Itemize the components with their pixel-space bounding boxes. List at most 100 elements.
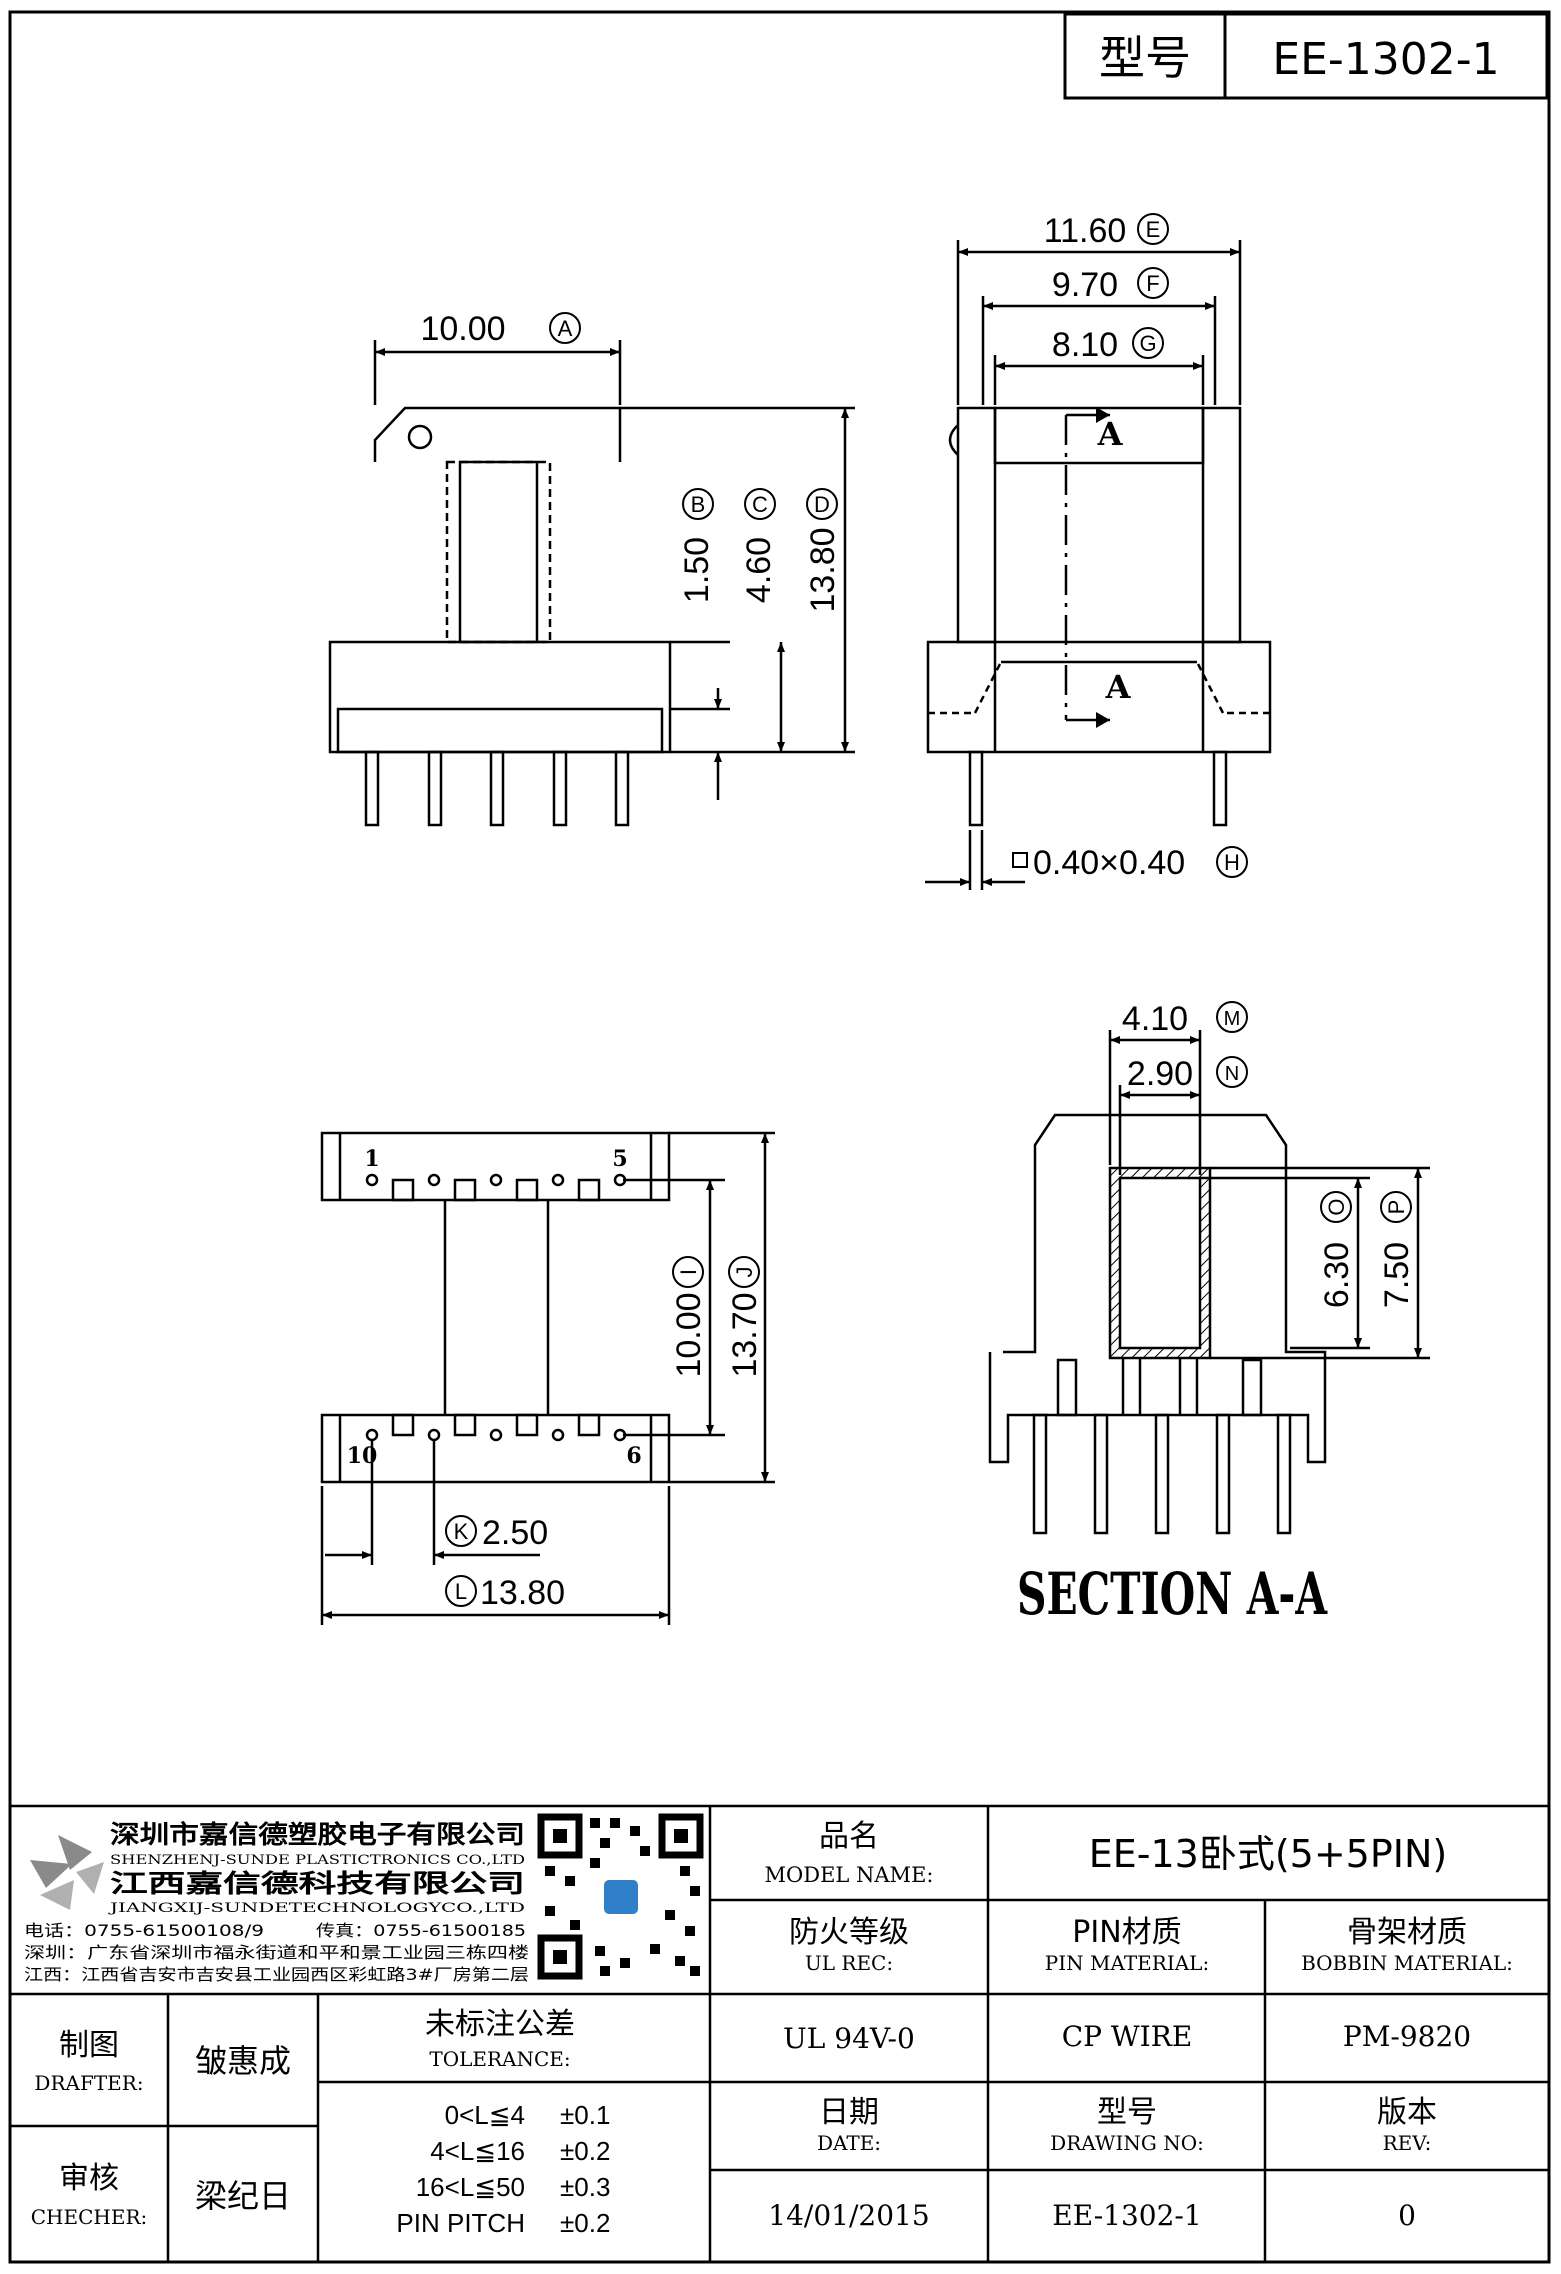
pin-material-value: CP WIRE — [1062, 2020, 1193, 2053]
rev-cn: 版本 — [1377, 2095, 1437, 2130]
tolerance-range: 0<L≦4 — [445, 2100, 525, 2130]
dim-j-code-circle — [728, 1256, 760, 1288]
dim-e-value: 11.60 — [1044, 212, 1127, 250]
dim-n-code-circle — [1216, 1056, 1248, 1088]
front-view-labels: 10.00 A B C D 1.50 4.60 13.80 — [420, 310, 842, 613]
company-block: 深圳市嘉信德塑胶电子有限公司 SHENZHENJ-SUNDE PLASTICTR… — [24, 1813, 704, 1984]
drawing-no-value: EE-1302-1 — [1052, 2199, 1201, 2232]
dim-f-code-circle — [1137, 267, 1169, 299]
dim-m-code-circle — [1216, 1001, 1248, 1033]
rev-en: REV: — [1383, 2131, 1432, 2155]
pin-10-label: 10 — [347, 1443, 378, 1469]
checker-en: CHECHER: — [31, 2205, 147, 2229]
dim-b-value: 1.50 — [678, 537, 716, 603]
tolerance-range: 4<L≦16 — [430, 2136, 525, 2166]
company-address-jx: 江西：江西省吉安市吉安县工业园西区彩虹路3#厂房第二层 — [24, 1965, 529, 1984]
dim-o-code: O — [1324, 1198, 1349, 1215]
dim-d-value: 13.80 — [804, 527, 842, 612]
dim-g-code-circle — [1132, 327, 1164, 359]
pin-1-label: 1 — [364, 1146, 379, 1172]
side-view-labels: A A 11.60 E 9.70 F 8.10 G 0.40×0.40 H — [1012, 212, 1248, 882]
dim-e-code: E — [1146, 217, 1161, 242]
tolerance-value: ±0.1 — [560, 2100, 610, 2130]
dim-l-value: 13.80 — [480, 1574, 565, 1612]
dim-b-code: B — [691, 492, 706, 517]
dim-n-code: N — [1225, 1063, 1239, 1085]
header-box: 型号 EE-1302-1 — [1063, 12, 1549, 100]
dim-f-value: 9.70 — [1052, 266, 1118, 304]
dim-k-code: K — [454, 1519, 469, 1544]
dim-h-value: 0.40×0.40 — [1033, 844, 1185, 882]
material-row: 防火等级 UL REC: PIN材质 PIN MATERIAL: 骨架材质 BO… — [783, 1915, 1513, 2055]
model-name-value: EE-13卧式(5+5PIN) — [1089, 1832, 1447, 1876]
dim-e-code-circle — [1137, 213, 1169, 245]
model-name-en: MODEL NAME: — [765, 1863, 934, 1887]
dim-h-code-circle — [1216, 846, 1248, 878]
front-view — [328, 340, 855, 827]
company2-name-cn: 江西嘉信德科技有限公司 — [110, 1869, 525, 1898]
section-mark-bottom: A — [1105, 668, 1132, 706]
bottom-view — [320, 1131, 775, 1625]
dim-m-code: M — [1224, 1008, 1241, 1030]
dim-d-code-circle — [806, 488, 838, 520]
drawing-info-row: 日期 DATE: 型号 DRAWING NO: 版本 REV: 14/01/20… — [768, 2095, 1437, 2232]
company-address-sz: 深圳：广东省深圳市福永街道和平和景工业园三栋四楼 — [24, 1943, 529, 1962]
section-mark-top: A — [1097, 415, 1124, 453]
dim-o-code-circle — [1320, 1191, 1352, 1223]
bobbin-material-value: PM-9820 — [1343, 2020, 1471, 2053]
dim-g-value: 8.10 — [1052, 326, 1118, 364]
drafter-en: DRAFTER: — [34, 2071, 143, 2095]
dim-a-code-circle — [549, 312, 581, 344]
rev-value: 0 — [1398, 2199, 1416, 2232]
tolerance-value: ±0.2 — [560, 2136, 610, 2166]
qr-code-icon — [537, 1813, 704, 1980]
section-arrow-bottom — [1096, 712, 1110, 728]
dim-m-value: 4.10 — [1122, 1000, 1188, 1038]
title-block-grid — [10, 1804, 1549, 2262]
ul-rec-en: UL REC: — [805, 1951, 893, 1975]
dim-c-code-circle — [744, 488, 776, 520]
pin-6-label: 6 — [626, 1443, 641, 1469]
tolerance-en: TOLERANCE: — [429, 2047, 570, 2071]
section-view — [988, 1030, 1430, 1535]
bobbin-material-en: BOBBIN MATERIAL: — [1301, 1951, 1513, 1975]
section-view-labels: 4.10 M 2.90 N 6.30 O 7.50 P SECTION A-A — [1017, 1000, 1416, 1628]
model-name-cn: 品名 — [819, 1819, 879, 1854]
dim-n-value: 2.90 — [1127, 1055, 1193, 1093]
dim-g-code: G — [1139, 331, 1156, 356]
dim-b-code-circle — [682, 488, 714, 520]
company2-name-en: JIANGXIJ-SUNDETECHNOLOGYCO.,LTD — [107, 1901, 525, 1916]
tolerance-value: ±0.2 — [560, 2208, 610, 2238]
drafter-name: 皱惠成 — [195, 2042, 291, 2080]
dim-i-code-circle — [672, 1256, 704, 1288]
model-name-row: 品名 MODEL NAME: EE-13卧式(5+5PIN) — [765, 1819, 1448, 1887]
dim-d-code: D — [814, 492, 830, 517]
section-title: SECTION A-A — [1017, 1560, 1328, 1628]
tolerance-value: ±0.3 — [560, 2172, 610, 2202]
tolerance-cn: 未标注公差 — [425, 2007, 575, 2042]
side-view — [925, 240, 1272, 890]
checker-cn: 审核 — [59, 2161, 119, 2196]
dim-k-code-circle — [445, 1515, 477, 1547]
square-pin-icon — [1012, 852, 1028, 868]
date-value: 14/01/2015 — [768, 2199, 929, 2232]
bottom-view-labels: 1 5 10 6 10.00 I 13.70 J K 2.50 L 13.80 — [347, 1146, 764, 1612]
pin-material-cn: PIN材质 — [1072, 1915, 1181, 1950]
company-fax: 传真：0755-61500185 — [316, 1921, 526, 1940]
tolerance-range: 16<L≦50 — [416, 2172, 525, 2202]
drawing-no-cn: 型号 — [1097, 2095, 1157, 2130]
dim-l-code: L — [455, 1579, 467, 1604]
dim-a-value: 10.00 — [420, 310, 505, 348]
dim-a-code: A — [558, 316, 573, 341]
pin-5-label: 5 — [612, 1146, 627, 1172]
date-en: DATE: — [817, 2131, 881, 2155]
company-name-cn: 深圳市嘉信德塑胶电子有限公司 — [110, 1820, 525, 1849]
dim-f-code: F — [1146, 271, 1159, 296]
company-logo-icon — [30, 1835, 104, 1910]
pin-material-en: PIN MATERIAL: — [1045, 1951, 1209, 1975]
ul-rec-cn: 防火等级 — [789, 1915, 909, 1950]
dim-c-value: 4.60 — [740, 537, 778, 603]
signature-block: 制图 DRAFTER: 皱惠成 审核 CHECHER: 梁纪日 — [31, 2028, 291, 2229]
checker-name: 梁纪日 — [195, 2177, 291, 2215]
